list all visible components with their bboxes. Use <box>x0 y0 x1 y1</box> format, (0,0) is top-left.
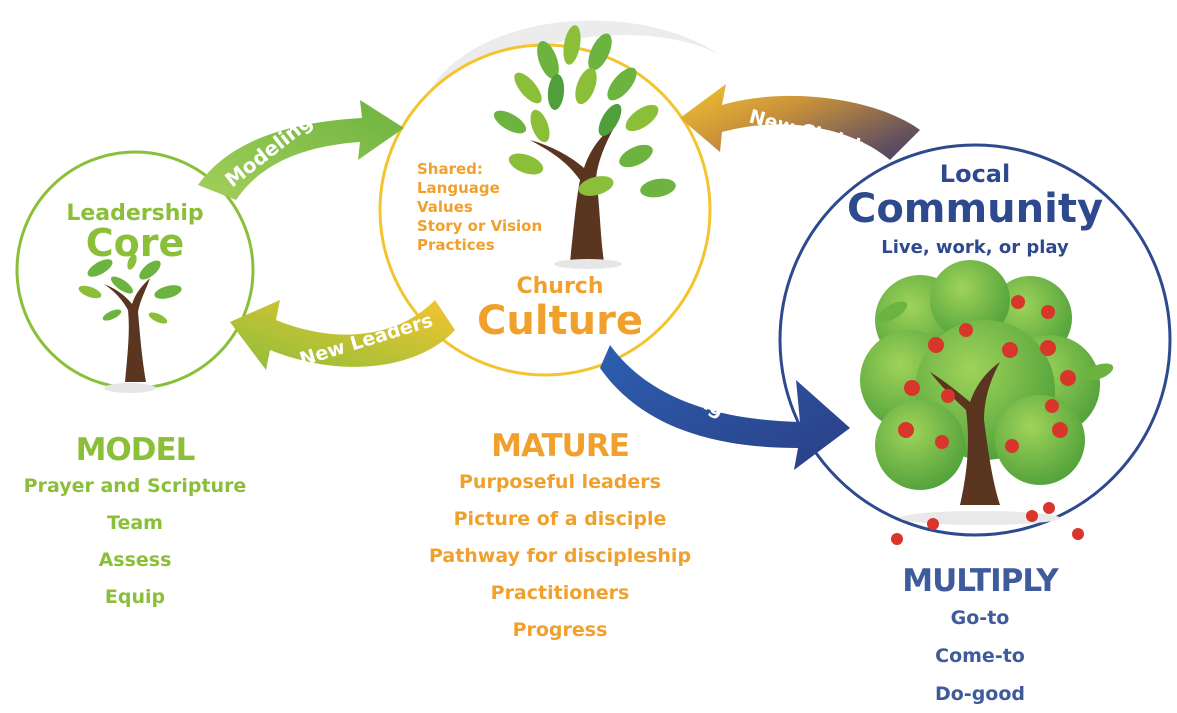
sapling-icon <box>78 254 182 393</box>
shared-item: Shared: <box>417 160 483 178</box>
leadership-title-1: Leadership <box>66 201 203 226</box>
list-item: Equip <box>104 586 166 608</box>
going-arrow <box>600 345 850 470</box>
model-list: MODEL Prayer and Scripture Team Assess E… <box>20 432 250 616</box>
shared-item: Language <box>417 179 500 197</box>
list-item: Pathway for discipleship <box>428 545 692 567</box>
modeling-arrow <box>198 100 404 200</box>
list-item: Progress <box>512 619 608 641</box>
tree-icon <box>493 25 676 269</box>
multiply-heading: MULTIPLY <box>902 563 1058 599</box>
list-item: Go-to <box>950 607 1010 629</box>
community-subtitle: Live, work, or play <box>881 237 1069 258</box>
leadership-title-2: Core <box>86 221 185 265</box>
list-item: Purposeful leaders <box>459 471 661 493</box>
multiply-list: MULTIPLY Go-to Come-to Do-good <box>870 563 1090 713</box>
list-item: Prayer and Scripture <box>23 475 247 497</box>
list-item: Team <box>107 512 163 534</box>
community-title-1: Local <box>940 160 1010 188</box>
swoosh-decoration <box>430 20 720 95</box>
list-item: Do-good <box>934 683 1026 705</box>
list-item: Picture of a disciple <box>453 508 667 530</box>
church-title-2: Culture <box>477 298 643 344</box>
model-heading: MODEL <box>75 432 196 468</box>
mature-heading: MATURE <box>491 428 630 464</box>
list-item: Come-to <box>935 645 1025 667</box>
new-christ-followers-arrow <box>680 84 920 160</box>
shared-item: Practices <box>417 236 495 254</box>
mature-list: MATURE Purposeful leaders Picture of a d… <box>400 428 720 649</box>
church-title-1: Church <box>516 274 603 299</box>
shared-item: Values <box>417 198 473 216</box>
shared-item: Story or Vision <box>417 217 543 235</box>
community-title-2: Community <box>847 186 1103 232</box>
list-item: Practitioners <box>490 582 630 604</box>
fruit-tree-icon <box>860 260 1114 545</box>
list-item: Assess <box>98 549 172 571</box>
shared-list: Shared: Language Values Story or Vision … <box>417 160 542 255</box>
new-leaders-arrow <box>230 300 455 370</box>
